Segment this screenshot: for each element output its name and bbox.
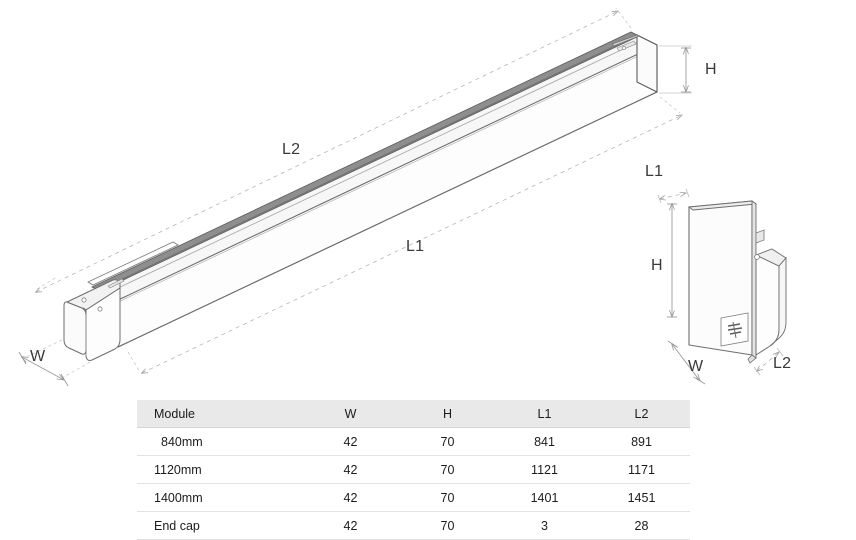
cell-l1: 1121 <box>496 455 593 484</box>
endcap-w-dimension-label: W <box>688 358 704 375</box>
table-header-row: Module W H L1 L2 <box>137 400 690 428</box>
main-l2-dimension-label: L2 <box>282 141 301 158</box>
main-h-dimension-label: H <box>705 61 717 78</box>
endcap-plate-bottom-tip <box>747 354 757 364</box>
cell-l2: 1451 <box>593 483 690 512</box>
endcap-l1-tick-left <box>657 194 662 204</box>
column-header-l2: L2 <box>593 400 690 428</box>
table-row: 1120mm 42 70 1121 1171 <box>137 455 690 484</box>
cell-l1: 841 <box>496 427 593 456</box>
cell-h: 70 <box>399 455 496 484</box>
endcap-screw-hole-icon <box>754 254 760 260</box>
cell-w: 42 <box>302 427 399 456</box>
endcap-plate-right-edge <box>751 200 757 359</box>
right-end-screw-icon <box>622 46 626 50</box>
endcap-view-dimension-lines <box>657 188 784 385</box>
cell-l2: 891 <box>593 427 690 456</box>
table-body: 840mm 42 70 841 891 1120mm 42 70 1121 11… <box>137 427 690 540</box>
specification-table: Module W H L1 L2 840mm 42 70 841 891 112… <box>137 400 690 540</box>
cell-w: 42 <box>302 483 399 512</box>
endcap-w-tick-right <box>695 377 706 385</box>
endcap-l2-dimension-line <box>757 352 779 371</box>
w-tick-right <box>60 373 69 387</box>
track-channel-inner-line <box>94 36 635 293</box>
endcap-screw-icon-lower <box>97 306 103 312</box>
l2-extension-line-end <box>615 7 632 29</box>
right-end-face <box>636 34 658 93</box>
cell-module: 1120mm <box>137 455 302 484</box>
fixture-body-reveal-line <box>111 49 652 306</box>
w-extension-line-right <box>61 361 91 379</box>
cell-l2: 28 <box>593 511 690 540</box>
cell-h: 70 <box>399 483 496 512</box>
technical-drawing <box>18 7 787 387</box>
w-extension-line-left <box>23 339 63 359</box>
main-l1-dimension-label: L1 <box>406 238 425 255</box>
left-endcap-side-face <box>85 287 121 361</box>
cell-h: 70 <box>399 511 496 540</box>
w-tick-left <box>18 351 27 365</box>
endcap-body-block-right <box>769 256 787 347</box>
endcap-l1-dimension-line <box>660 193 686 199</box>
l1-extension-line-end <box>659 96 681 114</box>
l1-extension-line-start <box>127 351 141 373</box>
endcap-l1-tick-right <box>685 188 690 198</box>
fixture-bottom-edge <box>117 91 658 348</box>
cell-w: 42 <box>302 511 399 540</box>
track-channel-groove <box>91 31 640 292</box>
endcap-w-tick-left <box>667 340 678 348</box>
cell-l1: 3 <box>496 511 593 540</box>
column-header-w: W <box>302 400 399 428</box>
cell-h: 70 <box>399 427 496 456</box>
endcap-detail-view <box>687 200 787 364</box>
endcap-screw-icon-upper <box>81 297 87 303</box>
specification-table-container: Module W H L1 L2 840mm 42 70 841 891 112… <box>137 400 690 540</box>
cell-w: 42 <box>302 455 399 484</box>
track-channel-shadow-line <box>98 41 639 298</box>
fixture-top-face <box>97 34 658 301</box>
table-header: Module W H L1 L2 <box>137 400 690 428</box>
column-header-module: Module <box>137 400 302 428</box>
l1-dimension-line <box>142 115 682 373</box>
main-isometric-fixture <box>63 31 658 361</box>
endcap-clip-tab <box>755 229 765 244</box>
table-row: 840mm 42 70 841 891 <box>137 427 690 456</box>
endcap-l1-dimension-label: L1 <box>645 163 664 180</box>
column-header-l1: L1 <box>496 400 593 428</box>
main-w-dimension-label: W <box>30 348 46 365</box>
fixture-front-face <box>117 44 658 348</box>
table-row: End cap 42 70 3 28 <box>137 511 690 540</box>
cell-module: 840mm <box>137 427 302 456</box>
endcap-marking-label <box>720 312 749 347</box>
endcap-l2-dimension-label: L2 <box>773 355 792 372</box>
endcap-h-dimension-label: H <box>651 257 663 274</box>
cell-module: 1400mm <box>137 483 302 512</box>
table-row: 1400mm 42 70 1401 1451 <box>137 483 690 512</box>
cell-l2: 1171 <box>593 455 690 484</box>
endcap-body-block <box>755 254 780 356</box>
cell-l1: 1401 <box>496 483 593 512</box>
left-endcap-outer-face <box>63 301 87 355</box>
endcap-l2-tick-left <box>753 366 761 376</box>
endcap-l2-tick-right <box>776 347 784 357</box>
w-dimension-line <box>22 357 64 380</box>
main-view-dimension-lines <box>18 7 692 387</box>
column-header-h: H <box>399 400 496 428</box>
cell-module: End cap <box>137 511 302 540</box>
endcap-w-dimension-line <box>672 344 700 381</box>
